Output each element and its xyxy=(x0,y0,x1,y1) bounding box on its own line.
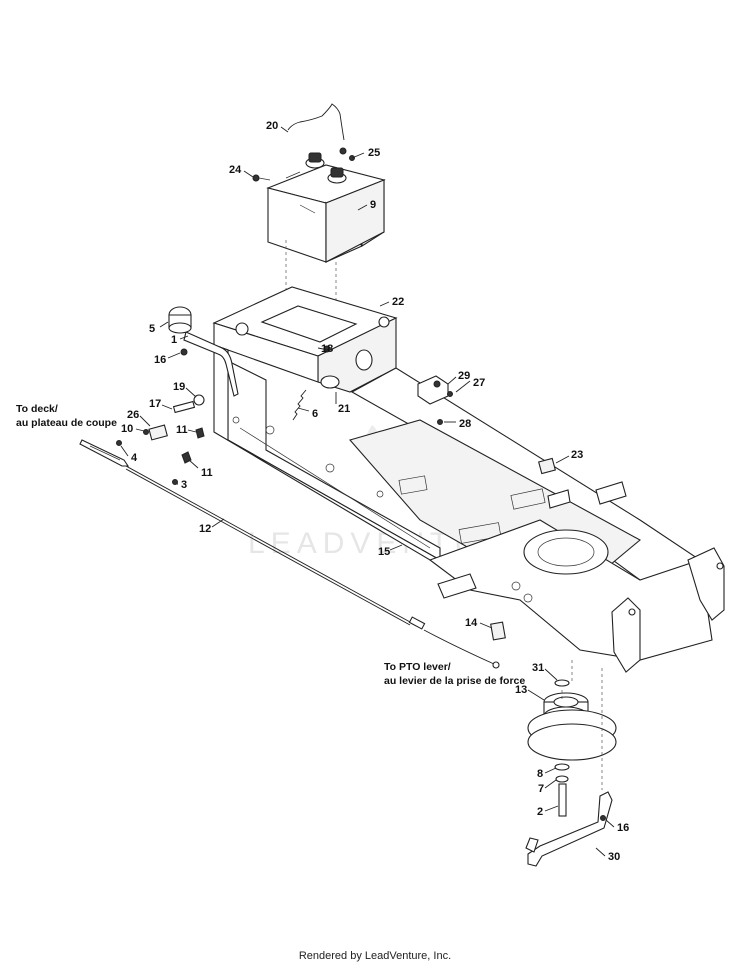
leader-lines xyxy=(120,126,615,857)
callout-1: 1 xyxy=(171,334,177,346)
frame xyxy=(213,344,725,673)
pto-switch xyxy=(490,621,506,641)
callout-19: 19 xyxy=(173,381,185,393)
note-to-pto-line1: To PTO lever/ xyxy=(384,661,451,673)
cable xyxy=(79,439,500,669)
callout-22: 22 xyxy=(392,296,404,308)
note-to-deck-line2: au plateau de coupe xyxy=(16,417,117,429)
shoulder-bolt xyxy=(172,400,196,414)
callout-14: 14 xyxy=(465,617,478,629)
callout-12: 12 xyxy=(199,523,211,535)
relay xyxy=(538,457,556,475)
callout-18: 18 xyxy=(321,343,333,355)
pulley-assembly xyxy=(525,660,617,867)
callout-31: 31 xyxy=(532,662,544,674)
callout-8: 8 xyxy=(537,768,543,780)
callout-7: 7 xyxy=(538,783,544,795)
battery xyxy=(266,152,386,263)
callout-labels: 20 25 24 9 22 5 1 18 16 19 17 6 21 29 27… xyxy=(121,120,629,863)
note-to-deck-line1: To deck/ xyxy=(16,403,58,415)
knob xyxy=(168,306,192,334)
callout-26: 26 xyxy=(127,409,139,421)
callout-24: 24 xyxy=(229,164,242,176)
callout-2: 2 xyxy=(537,806,543,818)
callout-5: 5 xyxy=(149,323,155,335)
battery-hardware xyxy=(252,147,355,182)
callout-20: 20 xyxy=(266,120,278,132)
callout-30: 30 xyxy=(608,851,620,863)
callout-25: 25 xyxy=(368,147,380,159)
callout-9: 9 xyxy=(370,199,376,211)
callout-23: 23 xyxy=(571,449,583,461)
footer-credit: Rendered by LeadVenture, Inc. xyxy=(298,950,452,962)
callout-21: 21 xyxy=(338,403,350,415)
callout-11-upper: 11 xyxy=(176,424,188,436)
lever-rod xyxy=(183,331,239,397)
callout-6: 6 xyxy=(312,408,318,420)
callout-3: 3 xyxy=(181,479,187,491)
callout-17: 17 xyxy=(149,398,161,410)
switch xyxy=(148,424,168,441)
callout-11-lower: 11 xyxy=(201,467,213,479)
battery-tray xyxy=(212,286,398,393)
callout-16-lower: 16 xyxy=(617,822,629,834)
note-to-pto-line2: au levier de la prise de force xyxy=(384,675,525,687)
spring xyxy=(292,389,307,421)
callout-28: 28 xyxy=(459,418,471,430)
callout-10: 10 xyxy=(121,423,133,435)
callout-16-upper: 16 xyxy=(154,354,166,366)
callout-27: 27 xyxy=(473,377,485,389)
callout-13: 13 xyxy=(515,684,527,696)
callout-15: 15 xyxy=(378,546,390,558)
callout-29: 29 xyxy=(458,370,470,382)
bracket xyxy=(417,375,453,425)
callout-4: 4 xyxy=(131,452,138,464)
battery-hold-down-rod xyxy=(287,103,345,141)
notes: To deck/ au plateau de coupe To PTO leve… xyxy=(16,403,525,687)
